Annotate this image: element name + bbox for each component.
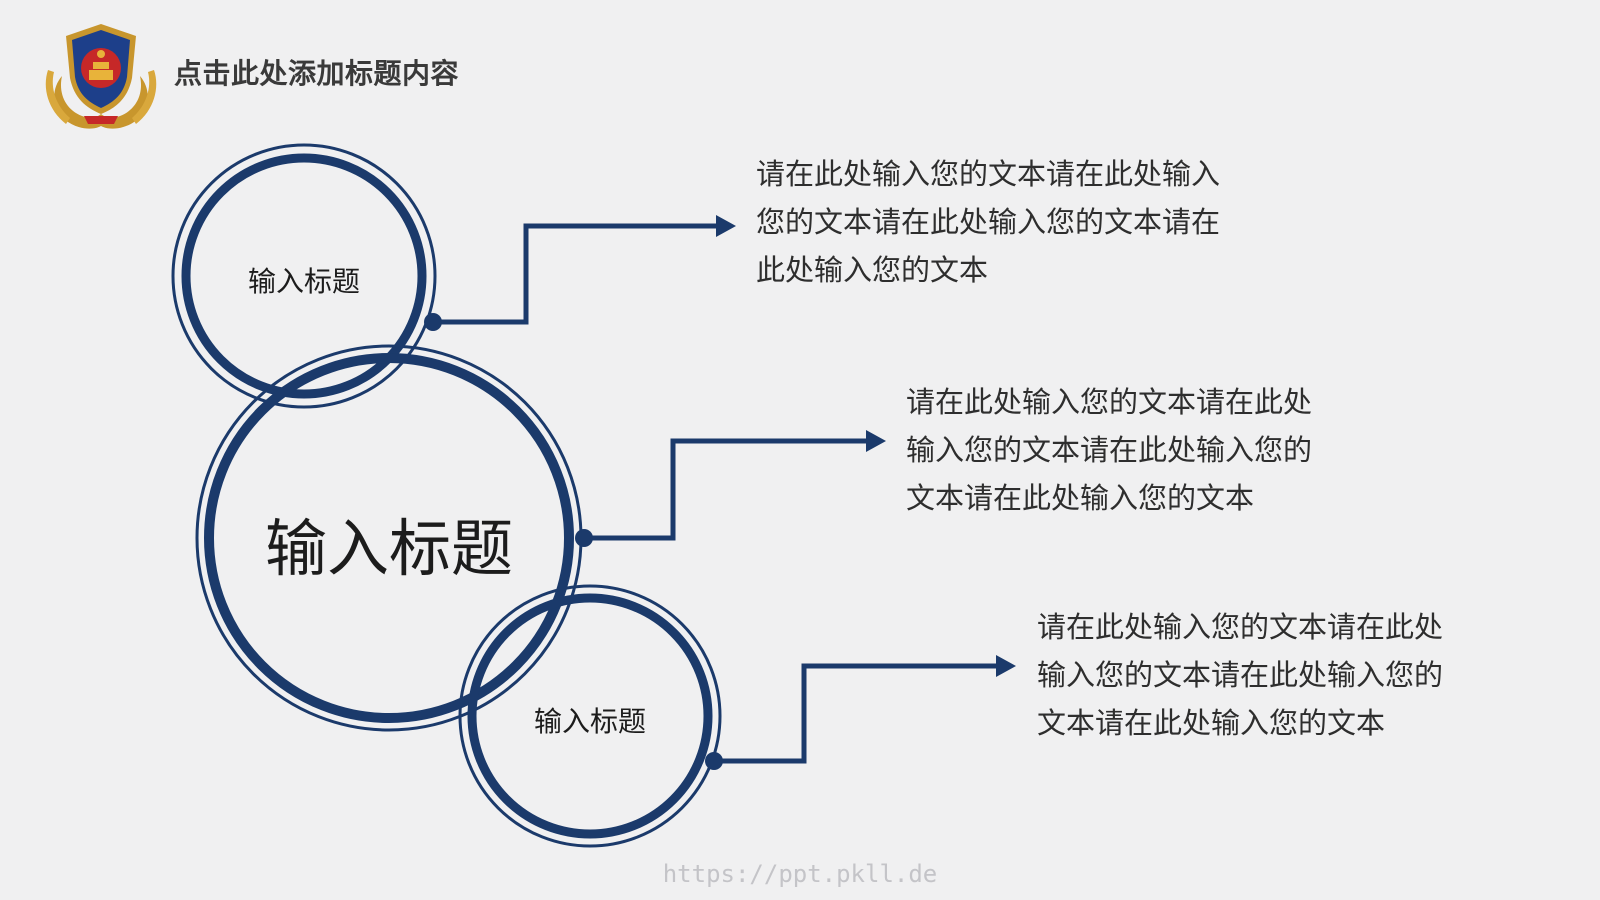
circle-bottom-ring-inner [467,593,713,839]
description-block-3[interactable]: 请在此处输入您的文本请在此处 输入您的文本请在此处输入您的 文本请在此处输入您的… [1037,603,1443,747]
circle-top-ring-inner [181,153,427,399]
description-line: 请在此处输入您的文本请在此处 [1037,610,1444,644]
circle-top-ring-outer [171,143,437,409]
circle-main-label[interactable]: 输入标题 [264,512,513,585]
connector-dot-3 [705,752,723,770]
circle-bottom-ring-outer [458,584,722,848]
connector-dot-2 [575,529,593,547]
description-line: 输入您的文本请在此处输入您的 [1037,658,1444,692]
description-block-1[interactable]: 请在此处输入您的文本请在此处输入 您的文本请在此处输入您的文本请在 此处输入您的… [756,150,1220,294]
connector-line-2 [584,438,868,541]
circle-top-label[interactable]: 输入标题 [247,265,360,298]
description-line: 请在此处输入您的文本请在此处 [906,385,1313,419]
connector-arrow-1 [716,215,736,237]
connector-line-1 [433,223,718,325]
circle-main-ring-inner [204,353,574,723]
circle-bottom-label[interactable]: 输入标题 [533,705,646,738]
connector-line-3 [714,663,998,764]
description-line: 请在此处输入您的文本请在此处输入 [756,157,1221,191]
description-line: 输入您的文本请在此处输入您的 [906,433,1313,467]
description-line: 您的文本请在此处输入您的文本请在 [756,205,1221,239]
description-line: 此处输入您的文本 [756,253,989,287]
connector-arrow-2 [866,430,886,452]
description-block-2[interactable]: 请在此处输入您的文本请在此处 输入您的文本请在此处输入您的 文本请在此处输入您的… [906,378,1312,522]
watermark-text: https://ppt.pkll.de [662,860,938,888]
connector-dot-1 [424,313,442,331]
description-line: 文本请在此处输入您的文本 [906,481,1255,515]
police-emblem-icon [45,24,157,129]
description-line: 文本请在此处输入您的文本 [1037,706,1386,740]
connector-arrow-3 [996,655,1016,677]
slide-title[interactable]: 点击此处添加标题内容 [174,57,460,90]
